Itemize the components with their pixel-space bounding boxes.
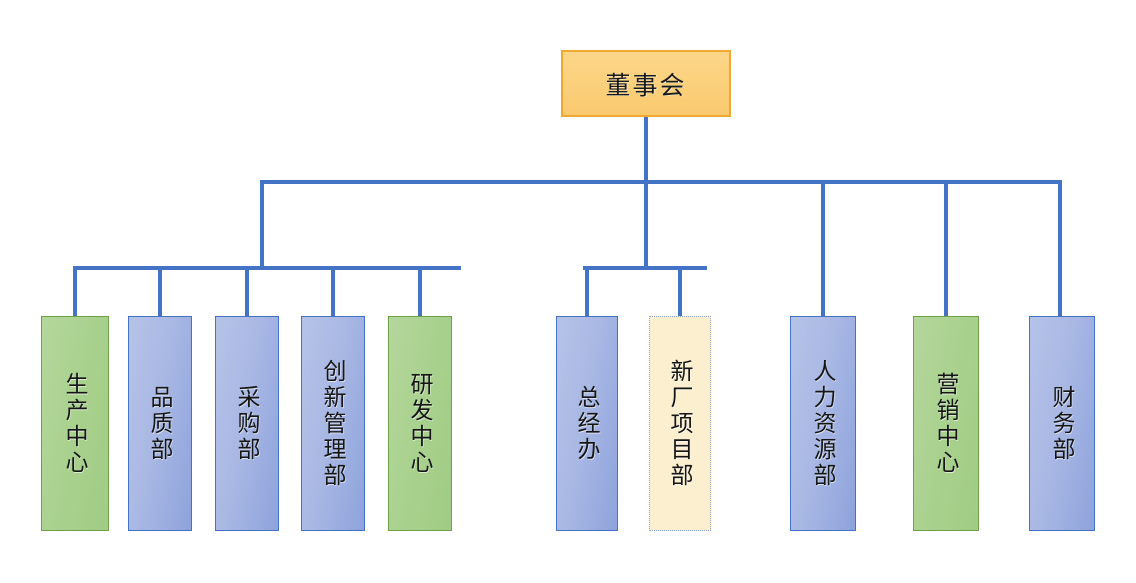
- connector-drop-marketing-center: [944, 180, 948, 318]
- node-marketing-center[interactable]: 营销中心: [913, 316, 979, 531]
- connector-drop-innovation-dept: [331, 266, 335, 318]
- node-label-quality-dept: 品质部: [147, 384, 174, 463]
- node-label-purchasing-dept: 采购部: [234, 384, 261, 463]
- node-label-board-of-directors: 董事会: [605, 71, 687, 100]
- node-label-marketing-center: 营销中心: [933, 371, 960, 476]
- connector-drop-production-center: [73, 266, 77, 318]
- node-quality-dept[interactable]: 品质部: [128, 316, 192, 531]
- node-board-of-directors[interactable]: 董事会: [561, 50, 731, 117]
- connector-left-riser: [260, 180, 264, 270]
- node-label-hr-dept: 人力资源部: [810, 358, 837, 489]
- connector-drop-hr-dept: [821, 180, 825, 318]
- node-hr-dept[interactable]: 人力资源部: [790, 316, 856, 531]
- connector-drop-purchasing-dept: [245, 266, 249, 318]
- connector-main-bus: [260, 180, 1062, 184]
- connector-drop-general-manager-office: [585, 266, 589, 318]
- node-new-plant-project-dept[interactable]: 新厂项目部: [649, 316, 711, 531]
- connector-drop-new-plant-project: [678, 266, 682, 318]
- node-rnd-center[interactable]: 研发中心: [388, 316, 452, 531]
- node-purchasing-dept[interactable]: 采购部: [215, 316, 279, 531]
- connector-drop-finance-dept: [1058, 180, 1062, 318]
- node-general-manager-office[interactable]: 总经办: [556, 316, 618, 531]
- node-production-center[interactable]: 生产中心: [41, 316, 109, 531]
- connector-production-group-bar: [73, 266, 461, 270]
- node-label-rnd-center: 研发中心: [407, 371, 434, 476]
- connector-drop-rnd-center: [418, 266, 422, 318]
- node-label-production-center: 生产中心: [62, 371, 89, 476]
- node-label-general-manager-office: 总经办: [574, 384, 601, 463]
- node-innovation-management-dept[interactable]: 创新管理部: [301, 316, 365, 531]
- connector-management-group-bar: [583, 266, 707, 270]
- connector-root-stem: [644, 117, 648, 270]
- node-label-innovation-management-dept: 创新管理部: [320, 358, 347, 489]
- node-finance-dept[interactable]: 财务部: [1029, 316, 1095, 531]
- connector-drop-quality-dept: [158, 266, 162, 318]
- node-label-finance-dept: 财务部: [1049, 384, 1076, 463]
- node-label-new-plant-project-dept: 新厂项目部: [667, 358, 694, 489]
